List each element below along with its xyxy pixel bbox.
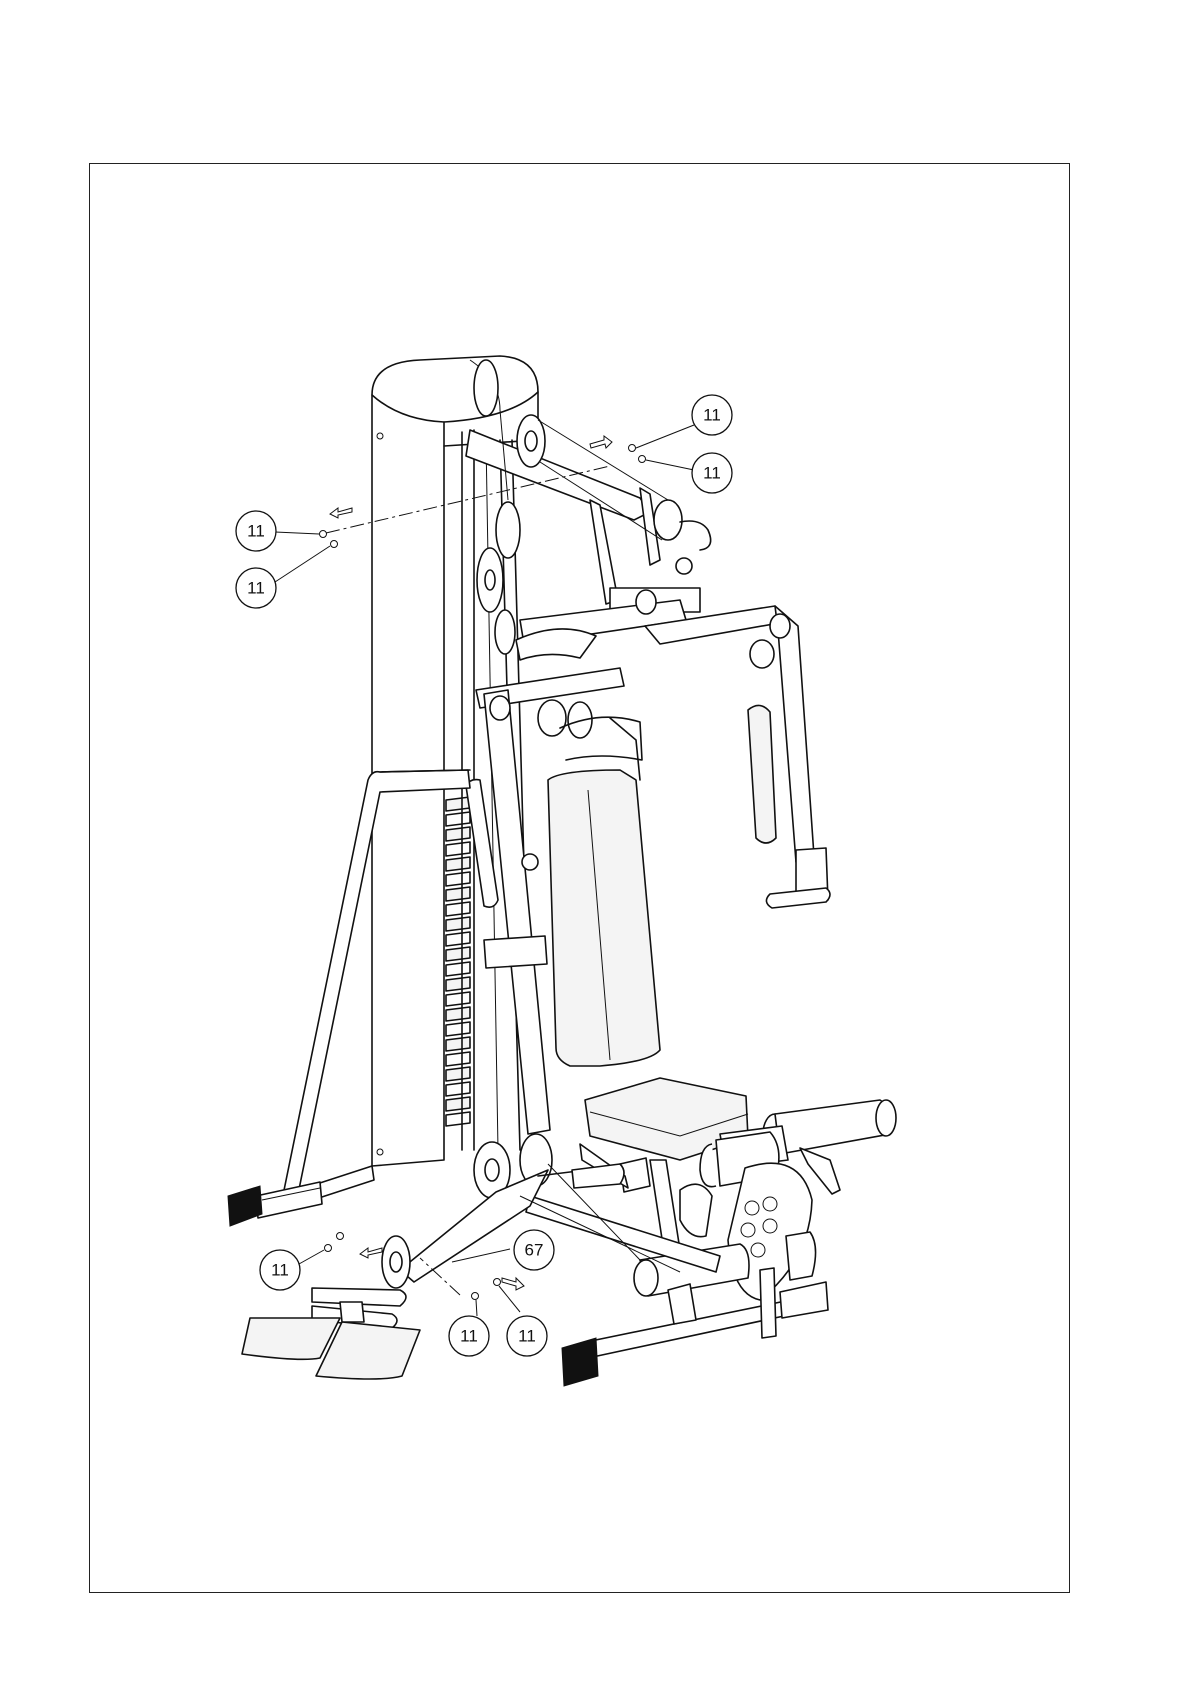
callout-part-11: 11	[692, 395, 732, 435]
bolt-hardware	[325, 1245, 332, 1252]
weight-plate	[446, 887, 470, 901]
back-pad	[548, 717, 660, 1066]
callout-part-11: 11	[449, 1316, 489, 1356]
callout-label: 11	[703, 464, 721, 483]
bolt-hardware	[629, 445, 636, 452]
weight-plate	[446, 917, 470, 931]
weight-plate	[446, 1022, 470, 1036]
bolt-hardware	[472, 1293, 479, 1300]
callout-part-11: 11	[692, 453, 732, 493]
weight-plates	[446, 797, 470, 1126]
callout-label: 11	[518, 1327, 536, 1346]
weight-plate	[446, 992, 470, 1006]
weight-plate	[446, 872, 470, 886]
bolt-hardware	[331, 541, 338, 548]
callout-label: 11	[247, 522, 265, 541]
arrow-icon	[330, 508, 352, 518]
callout-part-11: 11	[236, 568, 276, 608]
weight-plate	[446, 1097, 470, 1111]
weight-plate	[446, 797, 470, 811]
weight-plate	[446, 962, 470, 976]
weight-plate	[446, 812, 470, 826]
callout-part-11: 11	[236, 511, 276, 551]
weight-plate	[446, 1082, 470, 1096]
weight-plate	[446, 1037, 470, 1051]
bolt-hardware	[639, 456, 646, 463]
weight-plate	[446, 1067, 470, 1081]
weight-plate	[446, 827, 470, 841]
callout-part-11: 11	[507, 1316, 547, 1356]
weight-plate	[446, 842, 470, 856]
weight-plate	[446, 977, 470, 991]
foot-plates	[242, 1288, 420, 1379]
weight-plate	[446, 902, 470, 916]
bolt-hardware	[337, 1233, 344, 1240]
weight-plate	[446, 947, 470, 961]
callout-label: 11	[247, 579, 265, 598]
callout-label: 11	[703, 406, 721, 425]
chest-press-arm	[645, 606, 830, 908]
weight-plate	[446, 1052, 470, 1066]
seat-assembly	[580, 1078, 896, 1300]
arrow-icon	[360, 1248, 382, 1258]
callout-part-11: 11	[260, 1250, 300, 1290]
callout-label: 67	[525, 1241, 544, 1260]
weight-plate	[446, 857, 470, 871]
weight-plate	[446, 1112, 470, 1126]
arrow-icon	[502, 1278, 524, 1290]
callout-label: 11	[271, 1261, 289, 1280]
bolt-hardware	[494, 1279, 501, 1286]
weight-plate	[446, 932, 470, 946]
callout-part-67: 67	[514, 1230, 554, 1270]
callout-label: 11	[460, 1327, 478, 1346]
arrow-icon	[590, 436, 612, 448]
weight-plate	[446, 1007, 470, 1021]
bolt-hardware	[320, 531, 327, 538]
